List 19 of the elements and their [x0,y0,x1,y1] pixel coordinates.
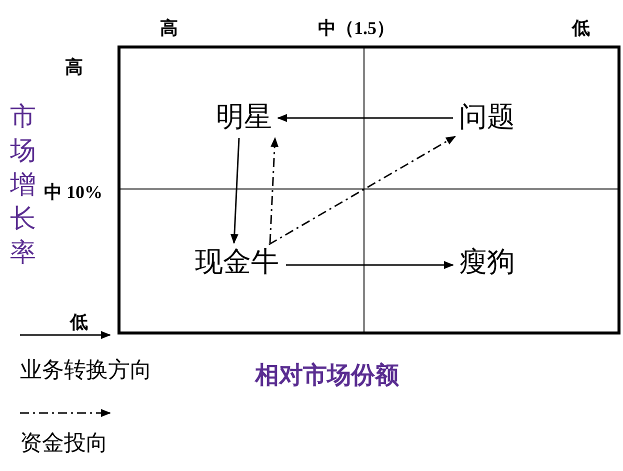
legend-text: 资金投向 [20,429,108,457]
axis-title: 相对市场份额 [255,361,399,391]
scale-label: 低 [572,17,590,39]
quadrant-label: 瘦狗 [456,246,518,280]
arrow [286,261,454,269]
legend-text: 业务转换方向 [20,356,152,384]
scale-label: 中（1.5） [318,17,394,39]
axis-title: 市场增长率 [10,101,37,269]
quadrant-label: 现金牛 [191,246,283,280]
arrow [269,137,279,244]
arrow [277,114,453,122]
scale-label: 高 [160,17,178,39]
scale-label: 中 10% [44,181,102,203]
arrow [268,136,456,246]
scale-label: 高 [65,56,83,78]
arrow [230,138,240,244]
quadrant-label: 明星 [213,101,275,135]
quadrant-label: 问题 [456,101,518,135]
scale-label: 低 [70,311,88,333]
